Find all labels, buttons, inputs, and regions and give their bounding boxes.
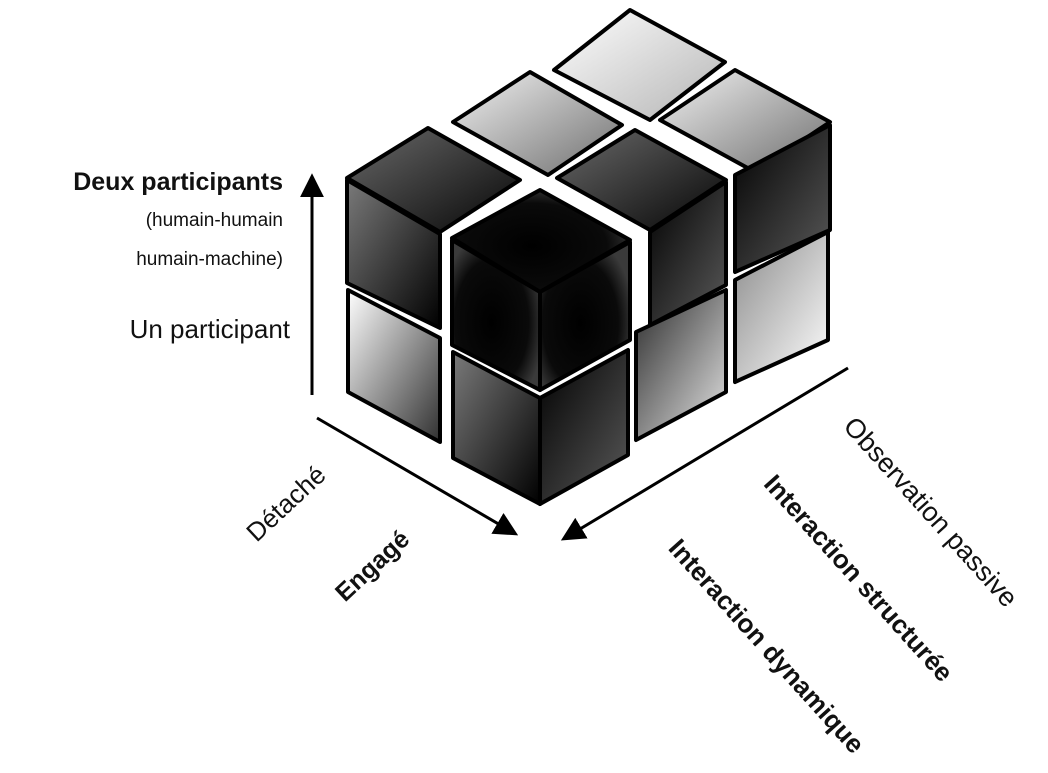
cube-block-left-lower: [346, 288, 442, 444]
cube: [345, 8, 832, 506]
cube-block-top-left-back: [451, 70, 624, 177]
label-humain-machine: humain-machine): [136, 249, 283, 270]
label-deux-participants: Deux participants: [73, 168, 283, 196]
cube-block-front-lower: [451, 348, 630, 506]
cube-block-right-upper: [658, 68, 832, 274]
interaction-axis-arrow: [560, 366, 849, 541]
cube-block-top-back: [552, 8, 727, 122]
axes: [300, 173, 849, 541]
label-un-participant: Un participant: [130, 314, 291, 344]
cube-block-top-middle: [555, 128, 728, 327]
label-humain-humain: (humain-humain: [146, 210, 283, 231]
cube-block-middle-lower: [634, 288, 728, 442]
cube-block-right-lower: [733, 230, 830, 384]
engagement-axis-arrow: [316, 416, 519, 536]
cube-block-left-upper: [345, 126, 522, 330]
label-engage: Engagé: [330, 525, 415, 607]
cube-block-front-upper: [450, 188, 632, 392]
label-detache: Détaché: [240, 459, 331, 547]
